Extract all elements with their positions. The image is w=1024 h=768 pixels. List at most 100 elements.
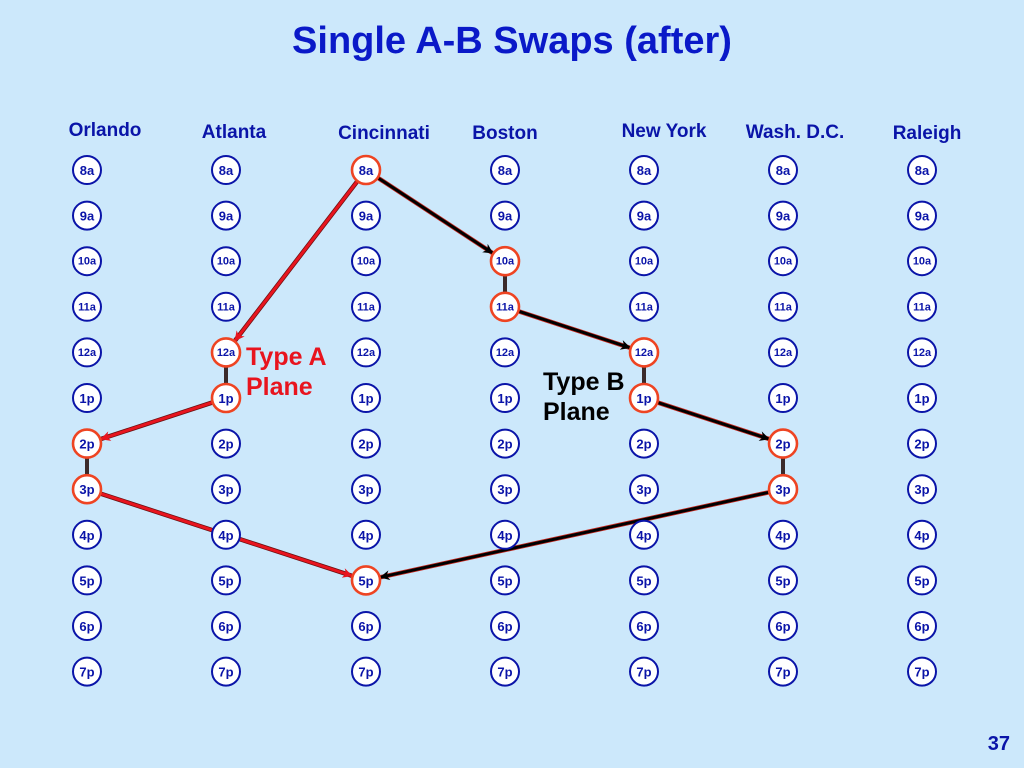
node-circle: [351, 656, 381, 687]
node-label: 3p: [79, 482, 94, 497]
node-circle: [768, 291, 798, 322]
node-circle: [211, 565, 241, 596]
node-circle: [351, 200, 381, 231]
node-raleigh-4p: 4p: [907, 519, 937, 550]
node-label: 2p: [218, 437, 233, 452]
node-orlando-2p: 2p: [71, 428, 103, 459]
node-circle: [768, 155, 798, 185]
node-raleigh-9a: 9a: [907, 200, 937, 231]
node-wash-d-c-9a: 9a: [768, 200, 798, 231]
node-label: 12a: [496, 347, 515, 359]
node-label: 6p: [218, 619, 233, 634]
node-label: 9a: [915, 209, 930, 224]
node-circle: [629, 474, 659, 505]
node-circle: [211, 474, 241, 505]
node-label: 9a: [80, 209, 95, 224]
node-circle: [907, 246, 937, 277]
node-label: 11a: [774, 301, 793, 313]
node-label: 8a: [219, 163, 234, 178]
node-orlando-10a: 10a: [72, 246, 102, 277]
node-boston-4p: 4p: [490, 519, 520, 550]
node-circle: [72, 611, 102, 641]
node-circle: [490, 474, 520, 505]
flight-arrow-a-atlanta-1p-to-orlando-2p: [100, 400, 213, 442]
node-orlando-4p: 4p: [72, 519, 102, 550]
node-atlanta-10a: 10a: [211, 246, 241, 277]
node-label: 8a: [915, 163, 930, 178]
node-circle: [490, 337, 520, 368]
node-label: 12a: [913, 347, 932, 359]
node-circle: [767, 428, 799, 459]
node-circle: [907, 155, 937, 185]
node-label: 11a: [913, 301, 932, 313]
node-circle: [351, 474, 381, 505]
node-label: 6p: [914, 619, 929, 634]
node-circle: [72, 337, 102, 368]
node-orlando-12a: 12a: [72, 337, 102, 368]
node-label: 9a: [359, 209, 374, 224]
node-label: 1p: [636, 391, 651, 406]
node-label: 1p: [914, 391, 929, 406]
node-label: 1p: [218, 391, 233, 406]
node-label: 5p: [914, 573, 929, 588]
node-atlanta-4p: 4p: [211, 519, 241, 550]
node-circle: [907, 474, 937, 505]
node-label: 4p: [218, 528, 233, 543]
node-label: 5p: [218, 573, 233, 588]
node-circle: [907, 428, 937, 459]
node-atlanta-1p: 1p: [210, 382, 242, 414]
node-label: 7p: [218, 665, 233, 680]
node-label: 10a: [217, 256, 236, 268]
city-header-boston: Boston: [472, 123, 538, 144]
node-circle: [907, 519, 937, 550]
node-label: 2p: [79, 437, 94, 452]
node-wash-d-c-7p: 7p: [768, 656, 798, 687]
node-circle: [351, 246, 381, 277]
node-circle: [350, 565, 382, 596]
node-label: 5p: [79, 573, 94, 588]
node-circle: [211, 200, 241, 231]
node-boston-11a: 11a: [489, 291, 521, 323]
flight-arrow-a-cincinnati-8a-to-atlanta-12a: [233, 180, 359, 342]
flight-arrow-b-wash-d-c-3p-to-cincinnati-5p: [379, 490, 769, 581]
node-wash-d-c-8a: 8a: [768, 155, 798, 185]
node-boston-3p: 3p: [490, 474, 520, 505]
node-new-york-3p: 3p: [629, 474, 659, 505]
node-raleigh-11a: 11a: [907, 291, 937, 322]
node-label: 9a: [219, 209, 234, 224]
node-label: 8a: [637, 163, 652, 178]
node-wash-d-c-5p: 5p: [768, 565, 798, 596]
node-new-york-2p: 2p: [629, 428, 659, 459]
node-orlando-9a: 9a: [72, 200, 102, 231]
node-raleigh-12a: 12a: [907, 337, 937, 368]
node-circle: [351, 337, 381, 368]
node-circle: [490, 383, 520, 413]
city-header-new-york: New York: [621, 121, 707, 142]
node-circle: [767, 473, 799, 505]
node-circle: [629, 291, 659, 322]
node-label: 6p: [358, 619, 373, 634]
node-label: 11a: [217, 301, 236, 313]
node-orlando-6p: 6p: [72, 611, 102, 641]
node-cincinnati-7p: 7p: [351, 656, 381, 687]
node-label: 9a: [498, 209, 513, 224]
node-label: 7p: [358, 665, 373, 680]
node-circle: [490, 565, 520, 596]
node-circle: [71, 473, 103, 505]
node-wash-d-c-11a: 11a: [768, 291, 798, 322]
node-raleigh-7p: 7p: [907, 656, 937, 687]
node-label: 10a: [78, 256, 97, 268]
node-circle: [629, 656, 659, 687]
node-atlanta-12a: 12a: [210, 337, 242, 368]
node-label: 4p: [79, 528, 94, 543]
node-label: 12a: [357, 347, 376, 359]
node-label: 3p: [358, 482, 373, 497]
node-label: 10a: [496, 256, 515, 268]
node-label: 8a: [80, 163, 95, 178]
node-cincinnati-4p: 4p: [351, 519, 381, 550]
type-b-plane-label: Type B Plane: [543, 367, 625, 427]
node-circle: [490, 656, 520, 687]
node-cincinnati-5p: 5p: [350, 565, 382, 596]
ground-links: [85, 275, 785, 476]
node-cincinnati-1p: 1p: [351, 383, 381, 413]
